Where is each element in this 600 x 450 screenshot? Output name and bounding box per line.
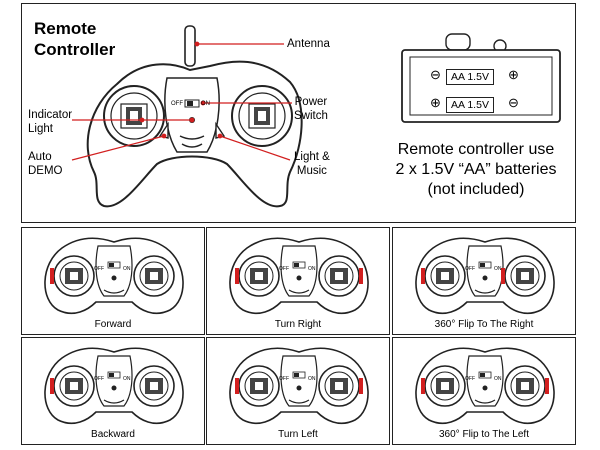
mini-right-stick-icon [133, 255, 175, 297]
power-label-line2: Switch [294, 110, 328, 122]
mini-switch-on-label: ON [494, 376, 502, 382]
mini-indicator-light-icon [296, 385, 302, 391]
indicator-light-label: Indicator Light [28, 108, 72, 136]
mini-left-stick-icon [424, 365, 466, 407]
mini-right-stick-icon [504, 255, 546, 297]
direction-marker-icon [545, 378, 549, 394]
auto-label-line1: Auto [28, 151, 52, 163]
battery-note-line1: Remote controller use [397, 141, 555, 158]
control-cell-turn-right: OFF ON Turn Right [206, 227, 390, 335]
battery-note-line2: 2 x 1.5V “AA” batteries [395, 161, 557, 178]
battery-note-line3: (not included) [427, 181, 525, 198]
mini-switch-on-label: ON [123, 376, 131, 382]
control-cell-turn-left: OFF ON Turn Left [206, 337, 390, 445]
mini-indicator-light-icon [111, 385, 117, 391]
control-cell-label: Turn Right [274, 319, 322, 330]
remote-controller-panel: Remote Controller [21, 3, 576, 223]
mini-switch-off-label: OFF [279, 266, 289, 272]
antenna-icon [184, 25, 196, 67]
mini-controller-drawing [415, 237, 555, 315]
mini-controller-drawing [415, 347, 555, 425]
indicator-label-line1: Indicator [28, 109, 73, 121]
auto-demo-label: Auto DEMO [28, 150, 63, 178]
mini-switch-off-label: OFF [465, 266, 475, 272]
mini-left-stick-icon [53, 365, 95, 407]
mini-controller-drawing [229, 237, 369, 315]
direction-marker-icon [421, 268, 425, 284]
mini-indicator-light-icon [482, 275, 488, 281]
direction-marker-icon [359, 268, 363, 284]
battery-compartment-icon [401, 33, 561, 123]
mini-switch-off-label: OFF [94, 266, 104, 272]
mini-left-stick-icon [53, 255, 95, 297]
panel-title: Remote Controller [34, 18, 115, 60]
auto-label-line2: DEMO [28, 165, 63, 177]
right-stick-icon [231, 85, 293, 147]
direction-marker-icon [50, 378, 54, 394]
control-cell-label: Backward [91, 429, 135, 440]
control-cell-flip-left: OFF ON 360° Flip to The Left [392, 337, 576, 445]
mini-switch-off-label: OFF [279, 376, 289, 382]
control-cell-flip-right: OFF ON 360° Flip To The Right [392, 227, 576, 335]
mini-indicator-light-icon [296, 275, 302, 281]
battery-minus-symbol-2: ⊖ [508, 95, 519, 110]
control-cell-label: 360° Flip To The Right [434, 319, 534, 330]
direction-marker-icon [421, 378, 425, 394]
mini-switch-off-label: OFF [94, 376, 104, 382]
power-switch-label: Power Switch [294, 95, 328, 123]
mini-right-stick-icon [504, 365, 546, 407]
battery-label-2: AA 1.5V [446, 97, 494, 113]
battery-plus-symbol-2: ⊕ [430, 95, 441, 110]
control-cell-backward: OFF ON Backward [21, 337, 205, 445]
battery-plus-symbol-1: ⊕ [508, 67, 519, 82]
mini-indicator-light-icon [482, 385, 488, 391]
mini-left-stick-icon [238, 365, 280, 407]
mini-switch-on-label: ON [494, 266, 502, 272]
title-line-1: Remote [34, 19, 97, 38]
battery-note: Remote controller use 2 x 1.5V “AA” batt… [376, 140, 576, 200]
indicator-label-line2: Light [28, 123, 53, 135]
direction-marker-icon [501, 268, 505, 284]
power-label-line1: Power [294, 96, 328, 108]
mini-controller-drawing [44, 347, 184, 425]
mini-right-stick-icon [318, 365, 360, 407]
light-music-label: Light & Music [294, 150, 330, 178]
mini-controller-drawing [229, 347, 369, 425]
mini-switch-off-label: OFF [465, 376, 475, 382]
control-cell-label: Turn Left [278, 429, 318, 440]
battery-minus-symbol-1: ⊖ [430, 67, 441, 82]
control-cell-label: Forward [94, 319, 132, 330]
mini-right-stick-icon [318, 255, 360, 297]
center-plate [164, 77, 220, 153]
mini-switch-on-label: ON [308, 266, 316, 272]
antenna-label: Antenna [287, 38, 330, 50]
title-line-2: Controller [34, 40, 116, 59]
direction-marker-icon [235, 268, 239, 284]
switch-off-label: OFF [171, 101, 183, 107]
mini-indicator-light-icon [111, 275, 117, 281]
mini-left-stick-icon [238, 255, 280, 297]
direction-marker-icon [50, 268, 54, 284]
battery-label-1: AA 1.5V [446, 69, 494, 85]
left-stick-icon [103, 85, 165, 147]
mini-controller-drawing [44, 237, 184, 315]
mini-right-stick-icon [133, 365, 175, 407]
control-cell-forward: OFF ON Forward [21, 227, 205, 335]
light-label-line2: Music [296, 165, 327, 177]
mini-left-stick-icon [424, 255, 466, 297]
light-label-line1: Light & [294, 151, 330, 163]
mini-switch-on-label: ON [123, 266, 131, 272]
direction-marker-icon [235, 378, 239, 394]
switch-on-label: ON [201, 101, 210, 107]
mini-switch-on-label: ON [308, 376, 316, 382]
direction-marker-icon [359, 378, 363, 394]
remote-controller-drawing [71, 25, 561, 208]
control-cell-label: 360° Flip to The Left [439, 429, 529, 440]
